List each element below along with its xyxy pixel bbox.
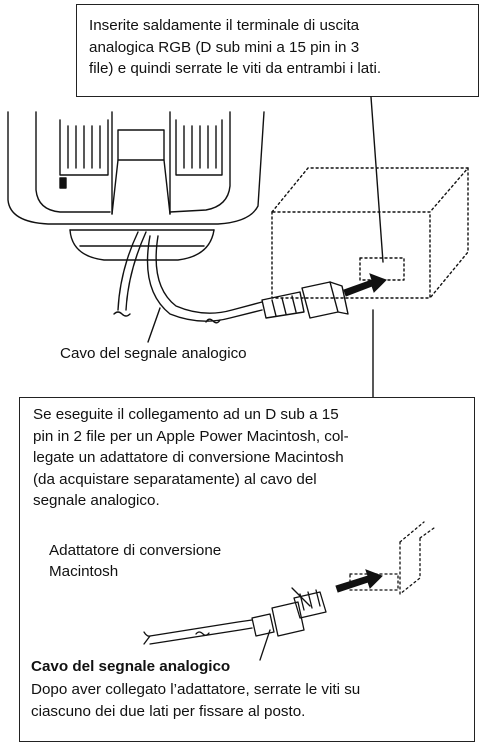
plug-connector-drawing bbox=[261, 281, 349, 319]
callout-pointer-line bbox=[370, 96, 384, 263]
note-line: pin in 2 file per un Apple Power Macinto… bbox=[33, 427, 349, 445]
bottom-plug bbox=[251, 613, 275, 637]
bottom-cable bbox=[149, 627, 253, 645]
note-text: Se eseguite il collegamento ad un D sub … bbox=[33, 404, 349, 512]
cable-label: Cavo del segnale analogico bbox=[60, 345, 247, 362]
bottom-text: Dopo aver collegato l’adattatore, serrat… bbox=[31, 679, 360, 722]
callout-line: Inserite saldamente il terminale di usci… bbox=[89, 17, 360, 34]
monitor-rear-drawing bbox=[7, 111, 265, 261]
bottom-title: Cavo del segnale analogico bbox=[31, 658, 231, 675]
bottom-adapter bbox=[293, 591, 327, 619]
callout-line: analogica RGB (D sub mini a 15 pin in 3 bbox=[89, 38, 360, 56]
note-line: segnale analogico. bbox=[33, 492, 160, 509]
adapter-illustration bbox=[143, 521, 435, 661]
bottom-line: ciascuno dei due lati per fissare al pos… bbox=[31, 702, 306, 720]
top-callout: Inserite saldamente il terminale di usci… bbox=[76, 4, 479, 97]
adapter-label: Adattatore di conversione Macintosh bbox=[49, 540, 221, 582]
note-line: Se eseguite il collegamento ad un D sub … bbox=[33, 406, 339, 423]
callout-line: file) e quindi serrate le viti da entram… bbox=[89, 60, 382, 77]
bottom-line: Dopo aver collegato l’adattatore, serrat… bbox=[31, 681, 361, 698]
adapter-label-line: Adattatore di conversione bbox=[49, 542, 222, 559]
monitor-connection-illustration bbox=[7, 96, 469, 399]
note-line: (da acquistare separatamente) al cavo de… bbox=[33, 470, 317, 488]
computer-box-drawing bbox=[271, 167, 469, 299]
cable-label-leader bbox=[147, 307, 161, 343]
bottom-insert-arrow bbox=[335, 569, 383, 593]
insert-arrow bbox=[343, 273, 387, 297]
analog-cable-drawing bbox=[113, 231, 263, 324]
note-box: Se eseguite il collegamento ad un D sub … bbox=[19, 397, 475, 742]
note-line: legate un adattatore di conversione Maci… bbox=[33, 449, 344, 466]
adapter-label-line: Macintosh bbox=[49, 563, 119, 580]
